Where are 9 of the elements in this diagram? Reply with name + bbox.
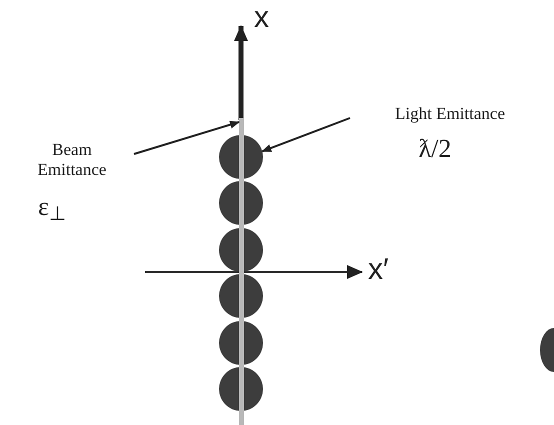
arrow [261,117,350,152]
axis-label: x [254,2,269,34]
symbol-text: ε$_{⊥}$ [38,192,66,222]
axis-label: x′ [368,254,389,286]
label-text: Light Emittance [395,104,505,124]
arrow [134,120,240,155]
beam-bar [239,118,244,425]
label-text: Beam Emittance [36,140,108,180]
symbol-text: ƛ/2 [418,134,452,164]
